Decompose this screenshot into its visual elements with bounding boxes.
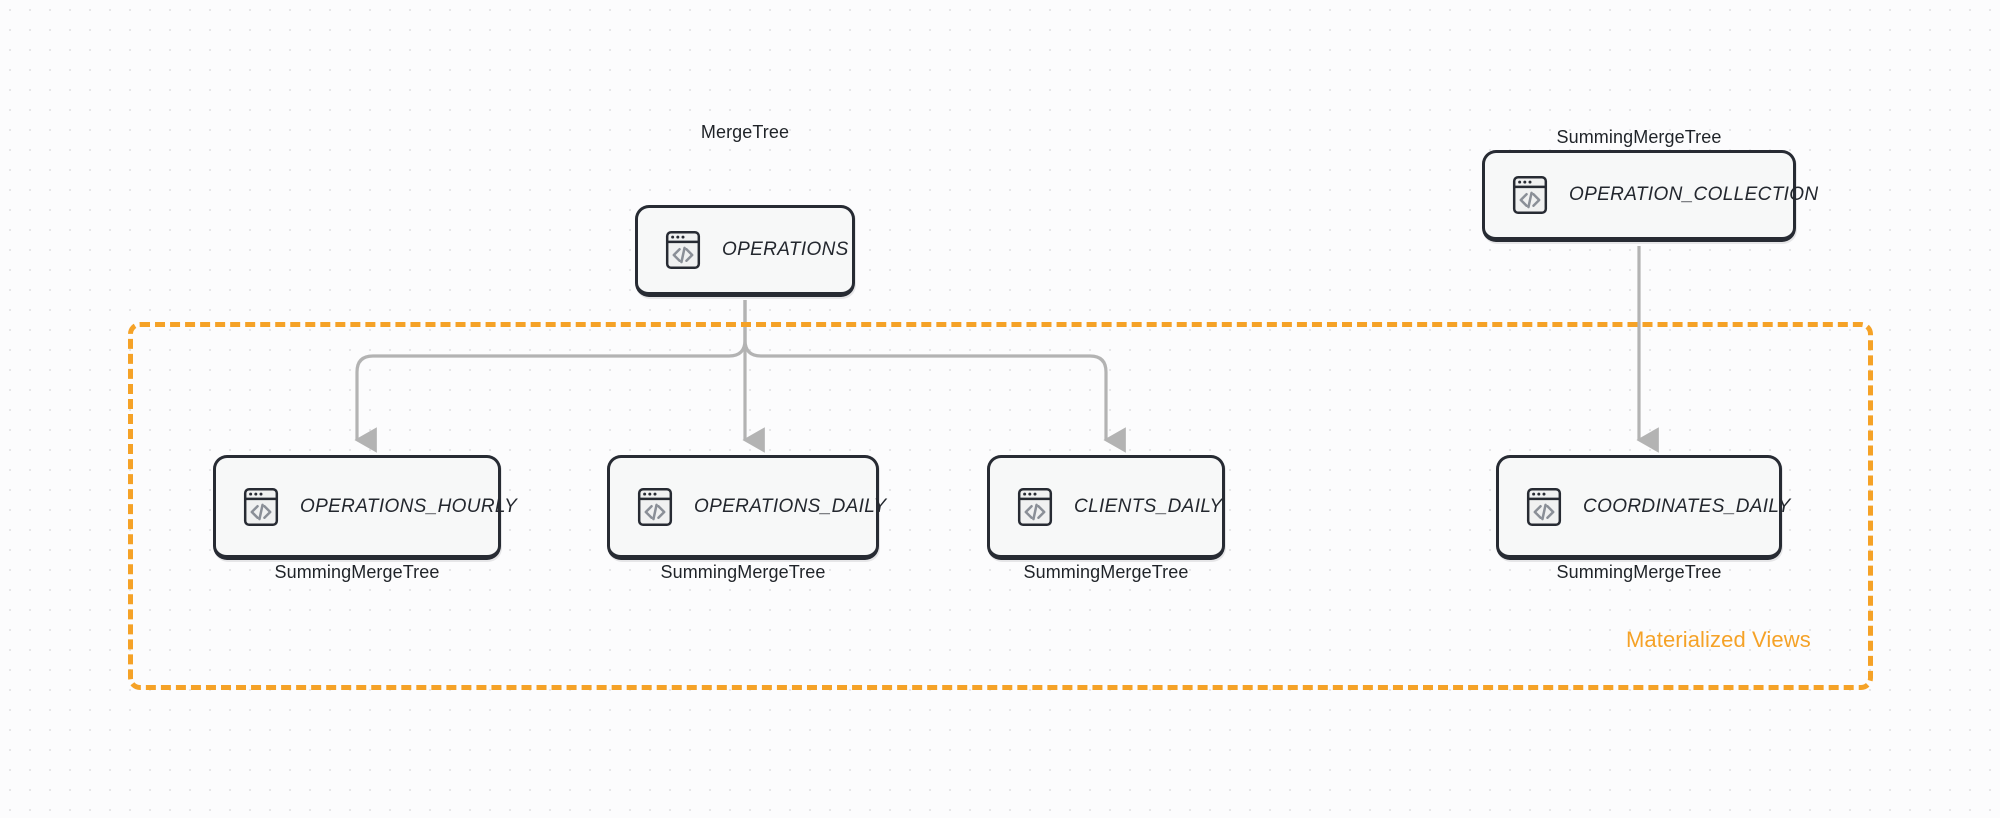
node-coordinates_daily[interactable]: COORDINATES_DAILY (1496, 455, 1790, 560)
engine-caption-coordinates_daily: SummingMergeTree (1556, 562, 1722, 582)
node-label: OPERATIONS_DAILY (694, 495, 887, 517)
node-label: COORDINATES_DAILY (1583, 495, 1791, 517)
node-operations[interactable]: OPERATIONS (635, 205, 855, 297)
node-label: OPERATIONS_HOURLY (300, 495, 518, 517)
engine-caption-clients_daily: SummingMergeTree (1023, 562, 1189, 582)
node-label: OPERATIONS (722, 239, 849, 260)
code-window-icon (1012, 484, 1058, 530)
node-label: CLIENTS_DAILY (1074, 495, 1223, 517)
code-window-icon (660, 227, 706, 273)
node-operation_collection[interactable]: OPERATION_COLLECTION (1482, 150, 1818, 242)
node-label: OPERATION_COLLECTION (1569, 184, 1819, 205)
node-operations_hourly[interactable]: OPERATIONS_HOURLY (213, 455, 517, 560)
code-window-icon (1507, 172, 1553, 218)
engine-caption-operation_collection: SummingMergeTree (1556, 127, 1722, 147)
node-clients_daily[interactable]: CLIENTS_DAILY (987, 455, 1225, 560)
engine-caption-operations_hourly: SummingMergeTree (274, 562, 440, 582)
code-window-icon (1521, 484, 1567, 530)
node-operations_daily[interactable]: OPERATIONS_DAILY (607, 455, 886, 560)
engine-caption-operations: MergeTree (700, 122, 790, 142)
materialized-views-label: Materialized Views (1626, 627, 1811, 652)
materialized-views-group-box (128, 322, 1873, 690)
code-window-icon (238, 484, 284, 530)
code-window-icon (632, 484, 678, 530)
engine-caption-operations_daily: SummingMergeTree (660, 562, 826, 582)
